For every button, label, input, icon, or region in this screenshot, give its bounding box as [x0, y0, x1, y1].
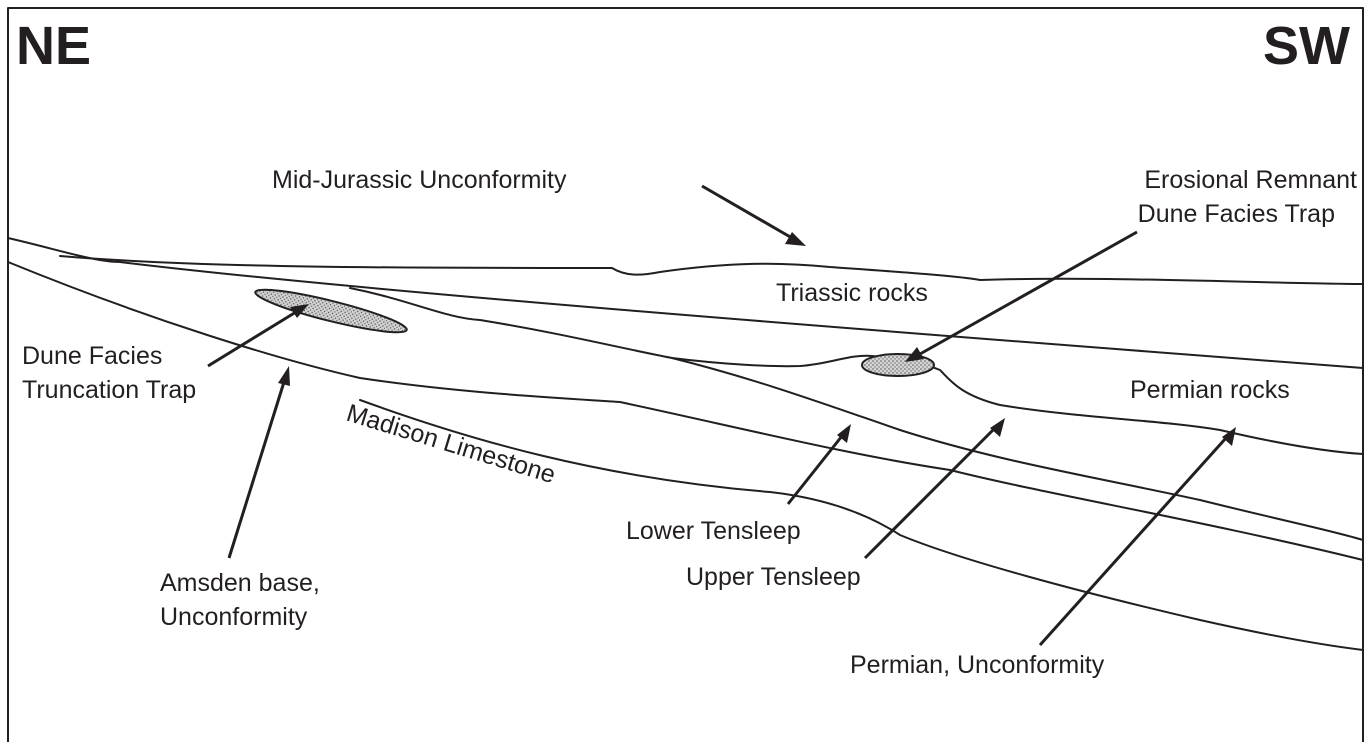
madison-limestone-top-line: [360, 400, 1363, 650]
label-permian-unconformity: Permian, Unconformity: [850, 651, 1105, 679]
mid-jurassic-unconformity-line: [60, 256, 1363, 284]
arrow-lower-tensleep: [788, 424, 851, 504]
arrow-dune-truncation: [208, 304, 309, 366]
diagram-frame: [8, 8, 1363, 742]
label-mid-jurassic-unconformity: Mid-Jurassic Unconformity: [272, 166, 567, 194]
label-truncation-trap: Truncation Trap: [22, 376, 196, 404]
label-dune-facies-trap: Dune Facies Trap: [1138, 200, 1335, 228]
label-permian-rocks: Permian rocks: [1130, 376, 1290, 404]
dune-facies-truncation-trap-body: [253, 282, 409, 339]
label-erosional-remnant: Erosional Remnant: [1144, 166, 1357, 194]
label-lower-tensleep: Lower Tensleep: [626, 517, 801, 545]
label-unconformity: Unconformity: [160, 603, 308, 631]
erosional-remnant-trap-body: [862, 354, 934, 376]
triassic-base-line: [8, 238, 1363, 368]
label-madison-limestone: Madison Limestone: [343, 399, 559, 489]
arrow-mid-jurassic: [702, 186, 806, 246]
direction-sw: SW: [1263, 16, 1350, 76]
arrow-permian-unconformity: [1040, 427, 1236, 645]
arrow-upper-tensleep: [865, 418, 1005, 558]
direction-ne: NE: [16, 16, 91, 76]
permian-top-line: [350, 288, 1363, 454]
label-amsden-base: Amsden base,: [160, 569, 320, 597]
label-triassic-rocks: Triassic rocks: [776, 279, 928, 307]
label-dune-facies: Dune Facies: [22, 342, 162, 370]
amsden-base-unconformity-line: [8, 262, 1363, 560]
arrow-amsden-base: [229, 366, 290, 558]
label-upper-tensleep: Upper Tensleep: [686, 563, 861, 591]
